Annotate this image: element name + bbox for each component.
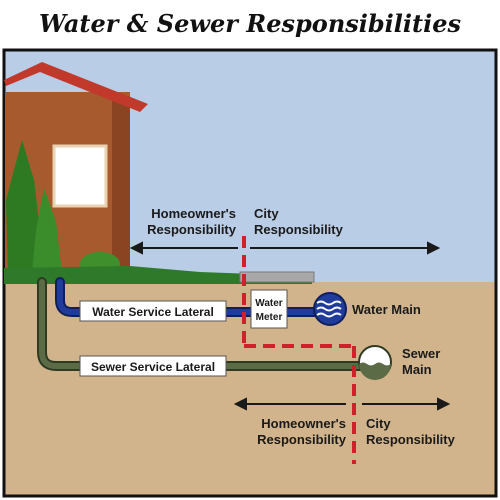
water-service-lateral-label: Water Service Lateral bbox=[92, 305, 214, 319]
page-title: Water & Sewer Responsibilities bbox=[38, 9, 462, 38]
lower-city-label-1: City bbox=[366, 416, 391, 431]
sewer-main-label-1: Sewer bbox=[402, 346, 440, 361]
roof bbox=[4, 62, 148, 112]
lower-arrows bbox=[233, 397, 451, 411]
water-main-label: Water Main bbox=[352, 302, 421, 317]
water-meter-label-1: Water bbox=[255, 298, 283, 309]
upper-city-label-1: City bbox=[254, 206, 279, 221]
upper-homeowner-label-1: Homeowner's bbox=[151, 206, 236, 221]
water-meter-label-2: Meter bbox=[256, 312, 283, 323]
sewer-pipe bbox=[37, 277, 365, 371]
water-lateral-box bbox=[79, 300, 227, 322]
lower-city-label-2: Responsibility bbox=[366, 432, 456, 447]
sewer-main-icon bbox=[358, 345, 392, 380]
sewer-lateral-box bbox=[79, 355, 227, 377]
sidewalk bbox=[239, 271, 315, 283]
tree bbox=[32, 188, 62, 272]
water-pipe bbox=[55, 277, 323, 317]
upper-arrows bbox=[129, 241, 441, 255]
grass bbox=[4, 266, 312, 284]
trees bbox=[6, 140, 120, 276]
sewer-service-lateral-label: Sewer Service Lateral bbox=[91, 360, 215, 374]
sewer-main-label-2: Main bbox=[402, 362, 432, 377]
house-side-shade bbox=[112, 96, 130, 272]
property-boundary bbox=[242, 236, 356, 464]
lower-homeowner-label-1: Homeowner's bbox=[261, 416, 346, 431]
water-meter-box bbox=[250, 289, 288, 329]
water-main-icon bbox=[313, 292, 347, 326]
lower-homeowner-label-2: Responsibility bbox=[257, 432, 347, 447]
upper-homeowner-label-2: Responsibility bbox=[147, 222, 237, 237]
house-window bbox=[52, 144, 108, 208]
tree bbox=[6, 140, 40, 272]
upper-city-label-2: Responsibility bbox=[254, 222, 344, 237]
